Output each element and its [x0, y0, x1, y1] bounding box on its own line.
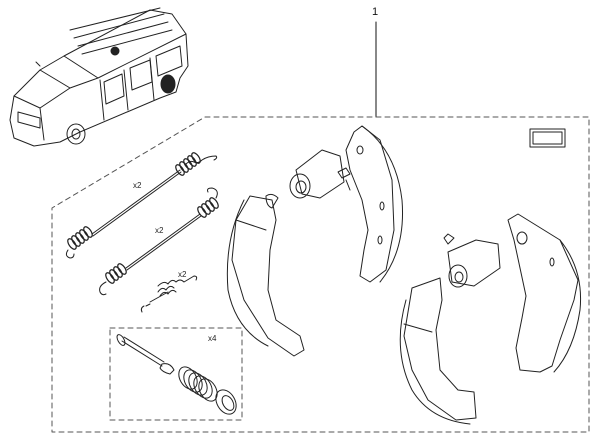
lower-spring-qty: x2: [155, 226, 164, 235]
hold-down-pin-icon: [116, 334, 175, 375]
lower-return-spring-icon: [99, 187, 219, 296]
upper-spring-qty: x2: [133, 181, 142, 190]
adjuster-spring-icon: [140, 275, 198, 313]
wheel-cylinder-left-icon: [265, 149, 351, 209]
kit-frame: [51, 116, 590, 433]
brake-shoe-right-trailing-icon: [399, 277, 477, 425]
grease-sachet-icon: [529, 128, 566, 148]
retainer-kit-frame: [109, 327, 243, 421]
brake-shoe-left-trailing-icon: [226, 195, 305, 357]
brake-shoe-right-leading-icon: [507, 213, 582, 373]
vehicle-icon: [9, 7, 189, 147]
wheel-cylinder-right-icon: [443, 233, 501, 288]
retainer-kit-qty: x4: [208, 334, 217, 343]
small-spring-qty: x2: [178, 270, 187, 279]
reference-number: 1: [372, 6, 379, 18]
brake-shoe-left-leading-icon: [345, 125, 403, 283]
hold-down-spring-icon: [178, 366, 218, 402]
upper-return-spring-icon: [65, 152, 218, 259]
hold-down-cup-icon: [215, 389, 237, 415]
